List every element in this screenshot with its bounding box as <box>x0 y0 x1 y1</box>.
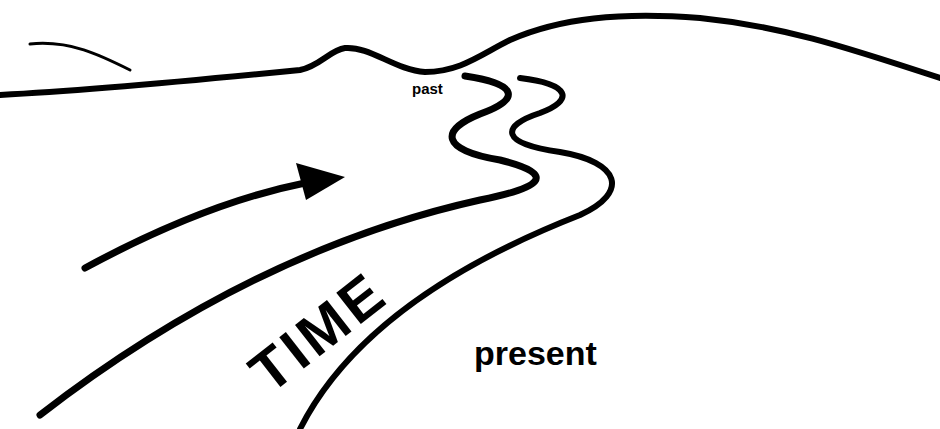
river-bank <box>300 78 612 429</box>
hill-line <box>30 43 130 70</box>
time-arrow <box>85 183 305 268</box>
time-label: present <box>472 335 599 371</box>
time-label: past <box>410 80 445 97</box>
river-bank <box>40 76 536 415</box>
arrow-head <box>296 163 345 200</box>
hill-ridge <box>0 16 940 95</box>
